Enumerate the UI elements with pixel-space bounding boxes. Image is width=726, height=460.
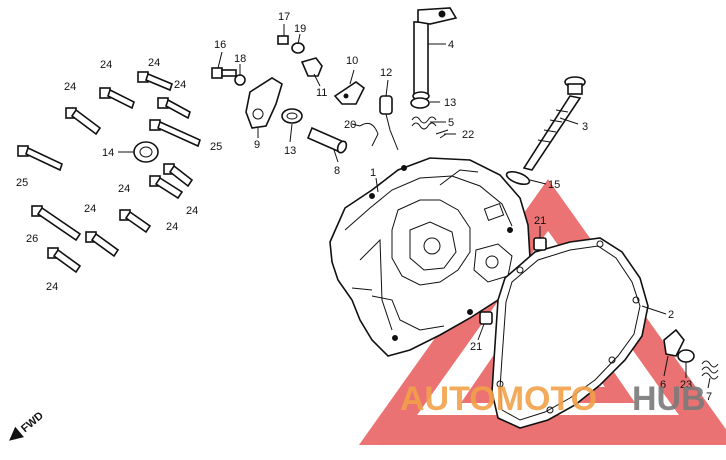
callout-11: 11	[316, 87, 327, 99]
callout-6: 6	[660, 379, 666, 391]
fwd-label: FWD	[19, 410, 46, 435]
callout-10: 10	[346, 55, 358, 67]
callout-8: 8	[334, 165, 340, 177]
oil-dipstick	[522, 76, 586, 171]
bolt-24-e	[163, 163, 194, 188]
callout-22: 22	[462, 129, 474, 141]
watermark-auto: AUTOMOTO	[400, 380, 597, 418]
bolt-24-h	[85, 231, 120, 258]
callout-24-f: 24	[166, 221, 178, 233]
callout-18: 18	[234, 53, 246, 65]
callout-13-right: 13	[444, 97, 456, 109]
callout-14: 14	[102, 147, 114, 159]
bolt-26	[31, 205, 82, 242]
bolt-16	[211, 67, 237, 79]
spring-5	[411, 116, 437, 130]
callout-24-h: 24	[84, 203, 96, 215]
o-ring-15	[505, 170, 531, 186]
dowel-pin-upper	[533, 237, 547, 251]
callout-7: 7	[706, 391, 712, 403]
bolt-24-f	[149, 175, 184, 200]
callout-3: 3	[582, 121, 588, 133]
watermark-text: AUTOMOTO HUB	[400, 380, 706, 418]
bolt-24-a	[137, 71, 173, 92]
callout-16: 16	[214, 39, 226, 51]
seal-13-left	[281, 108, 303, 124]
callout-5: 5	[448, 117, 454, 129]
fwd-indicator: FWD	[9, 410, 46, 441]
sensor-12	[379, 95, 399, 151]
arm-9	[245, 77, 283, 129]
pin-8	[306, 126, 348, 154]
bolt-24-b	[99, 87, 135, 110]
callout-labels: 1 2 3 4 5 6 7 8 9 10 11 12 13 13 14 15 1…	[16, 11, 712, 403]
leader-lines	[118, 24, 711, 389]
callout-9: 9	[254, 139, 260, 151]
callout-13-left: 13	[284, 145, 296, 157]
spring-7	[701, 360, 719, 380]
gasket	[491, 237, 649, 429]
washer-23	[677, 349, 695, 363]
bearing-14	[133, 141, 159, 163]
callout-24-a: 24	[148, 57, 160, 69]
callout-24-g: 24	[118, 183, 130, 195]
part-6	[663, 328, 685, 357]
callout-15: 15	[548, 179, 560, 191]
callout-24-b: 24	[100, 59, 112, 71]
bolt-25-a	[149, 119, 201, 148]
plate-10	[333, 81, 366, 105]
bolt-24-c	[157, 97, 191, 120]
callout-4: 4	[448, 39, 454, 51]
callout-25-a: 25	[210, 141, 222, 153]
callout-21-lower: 21	[470, 341, 482, 353]
callout-1: 1	[370, 167, 376, 179]
callout-24-d: 24	[64, 81, 76, 93]
bolt-24-g	[119, 209, 152, 234]
bolt-24-d	[65, 107, 102, 136]
washer-19	[291, 42, 305, 54]
callout-19: 19	[294, 23, 306, 35]
callout-20: 20	[344, 119, 356, 131]
callout-17: 17	[278, 11, 290, 23]
callout-23: 23	[680, 379, 692, 391]
callout-21-upper: 21	[534, 215, 546, 227]
callout-26: 26	[26, 233, 38, 245]
pin-22	[435, 129, 449, 139]
seal-13-right	[410, 97, 430, 109]
callout-2: 2	[668, 309, 674, 321]
callout-24-e: 24	[186, 205, 198, 217]
bolt-25-b	[17, 145, 63, 172]
callout-12: 12	[380, 67, 392, 79]
crankcase-cover	[329, 157, 531, 357]
callout-24-c: 24	[174, 79, 186, 91]
washer-18	[234, 74, 246, 86]
wire-20	[359, 122, 379, 147]
bolt-24-i	[47, 247, 82, 274]
clip-11	[300, 57, 323, 77]
dowel-pin-lower	[479, 311, 493, 325]
shift-shaft	[412, 7, 458, 101]
callout-24-i: 24	[46, 281, 58, 293]
callout-25-b: 25	[16, 177, 28, 189]
bolt-17	[277, 35, 289, 45]
watermark-hub: HUB	[632, 380, 706, 418]
